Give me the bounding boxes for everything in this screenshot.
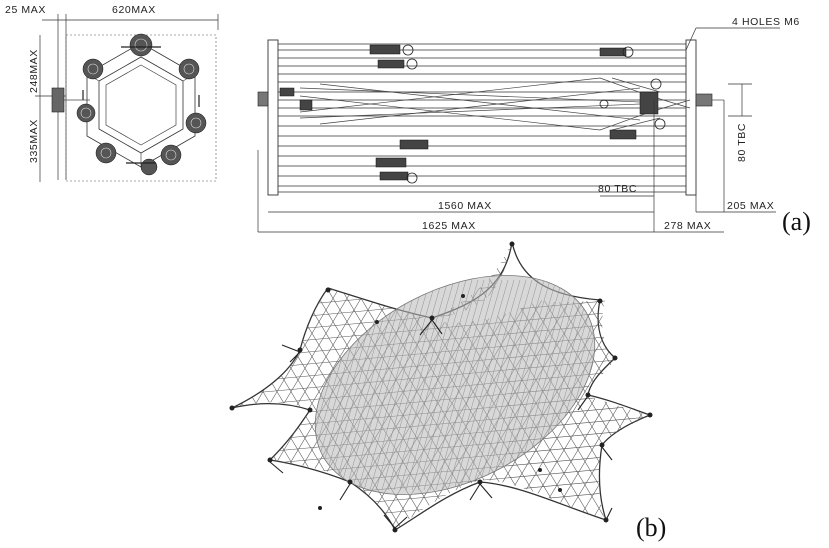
- right-end-plate: [685, 39, 697, 196]
- side-view-drawing: 4 HOLES M6 80 TBC 80 TBC 1560 MAX 205 MA…: [257, 16, 800, 233]
- reflector-surface: [314, 275, 596, 495]
- dim-248-max: 248MAX: [28, 49, 40, 93]
- dim-620-max: 620MAX: [112, 4, 156, 16]
- extension-lines: [257, 27, 780, 232]
- longitudinal-struts: [278, 43, 686, 193]
- panel-a-label: (a): [782, 207, 811, 236]
- dim-278-max: 278 MAX: [664, 220, 711, 232]
- actuator-blocks: [279, 44, 659, 181]
- diagonal-bracing: [299, 77, 691, 131]
- dimension-lines: [258, 211, 776, 233]
- mount-bracket: [51, 87, 65, 113]
- dim-80-tbc-offset: 80 TBC: [598, 183, 637, 195]
- dim-1560-max: 1560 MAX: [438, 200, 492, 212]
- dim-1625-max: 1625 MAX: [422, 220, 476, 232]
- mesh-reflector-rendering: [229, 241, 653, 533]
- holes-callout: 4 HOLES M6: [732, 16, 800, 28]
- left-end-plate: [267, 39, 279, 196]
- hexapod-ring: [76, 33, 207, 176]
- dim-335-max: 335MAX: [28, 119, 40, 163]
- dim-80-tbc-vertical: 80 TBC: [736, 123, 748, 162]
- node-fittings: [229, 241, 653, 533]
- dim-25-max: 25 MAX: [5, 4, 46, 16]
- end-view-drawing: 25 MAX 620MAX 248MAX 335MAX: [5, 4, 219, 182]
- hinge-brackets: [269, 319, 613, 529]
- panel-b-label: (b): [636, 513, 666, 542]
- dim-205-max: 205 MAX: [727, 200, 774, 212]
